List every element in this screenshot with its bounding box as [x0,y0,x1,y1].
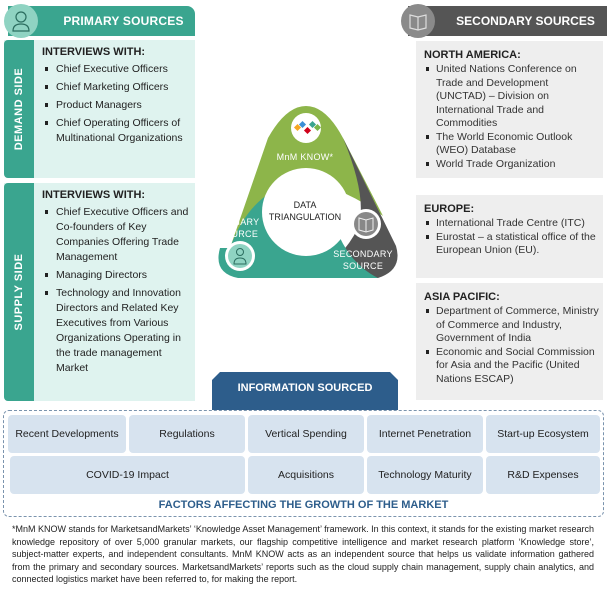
information-sourced-tab: INFORMATION SOURCED [212,372,398,410]
region-name: ASIA PACIFIC: [424,291,500,303]
list-item: Chief Executive Officers and Co-founders… [42,205,191,265]
factor-vertical-spending: Vertical Spending [248,415,364,453]
center-circle [262,168,350,256]
center-label-line2: TRIANGULATION [268,212,342,222]
person-icon [4,4,38,38]
supply-heading: INTERVIEWS WITH: [42,189,146,201]
information-sourced-label: INFORMATION SOURCED [237,382,373,394]
list-item: United Nations Conference on Trade and D… [424,63,599,131]
factor-regulations: Regulations [129,415,245,453]
region-europe: EUROPE: International Trade Centre (ITC)… [416,195,603,278]
primary-sources-title: PRIMARY SOURCES [63,14,184,28]
center-label-line1: DATA [293,200,317,210]
book-icon [401,4,435,38]
supply-side-block: SUPPLY SIDE INTERVIEWS WITH: Chief Execu… [4,183,195,401]
region-name: EUROPE: [424,203,475,215]
mnm-icon-circle [291,113,321,143]
list-item: Economic and Social Commission for Asia … [424,346,599,387]
mnm-know-label: MnM KNOW* [276,152,334,162]
factor-rd-expenses: R&D Expenses [486,456,600,494]
factor-recent-developments: Recent Developments [8,415,126,453]
demand-side-tab: DEMAND SIDE [4,40,34,178]
secondary-sources-header: SECONDARY SOURCES [408,6,607,36]
factors-title: FACTORS AFFECTING THE GROWTH OF THE MARK… [158,499,449,511]
list-item: Chief Operating Officers of Multinationa… [42,116,191,146]
region-asia-pacific: ASIA PACIFIC: Department of Commerce, Mi… [416,283,603,400]
region-north-america: NORTH AMERICA: United Nations Conference… [416,41,603,178]
demand-heading: INTERVIEWS WITH: [42,46,146,58]
secondary-source-label-2: SOURCE [342,261,384,271]
list-item: Department of Commerce, Ministry of Comm… [424,305,599,346]
factor-covid-impact: COVID-19 Impact [10,456,245,494]
factor-technology-maturity: Technology Maturity [367,456,483,494]
supply-side-label: SUPPLY SIDE [13,253,25,331]
footnote: *MnM KNOW stands for MarketsandMarkets’ … [12,524,594,584]
supply-side-tab: SUPPLY SIDE [4,183,34,401]
region-name: NORTH AMERICA: [424,49,521,61]
list-item: Technology and Innovation Directors and … [42,286,191,376]
primary-source-label-1: PRIMARY [216,217,260,227]
book-icon [358,217,374,233]
person-icon [233,248,247,265]
primary-source-label-2: SOURCE [217,229,259,239]
secondary-source-label-1: SECONDARY [333,249,393,259]
factor-internet-penetration: Internet Penetration [367,415,483,453]
list-item: Managing Directors [42,268,191,283]
factors-box: Recent Developments Regulations Vertical… [3,410,604,517]
primary-sources-header: PRIMARY SOURCES [8,6,195,36]
list-item: Chief Executive Officers [42,62,191,77]
list-item: World Trade Organization [424,158,599,172]
secondary-sources-title: SECONDARY SOURCES [456,14,595,28]
factor-startup-ecosystem: Start-up Ecosystem [486,415,600,453]
demand-side-block: DEMAND SIDE INTERVIEWS WITH: Chief Execu… [4,40,195,178]
factor-acquisitions: Acquisitions [248,456,364,494]
list-item: The World Economic Outlook (WEO) Databas… [424,131,599,158]
list-item: International Trade Centre (ITC) [424,217,599,231]
list-item: Eurostat – a statistical office of the E… [424,231,599,258]
data-triangulation-diagram [218,106,398,278]
list-item: Chief Marketing Officers [42,80,191,95]
list-item: Product Managers [42,98,191,113]
mnm-logo-icon [293,120,322,135]
secondary-source-segment [298,138,398,278]
demand-side-label: DEMAND SIDE [13,67,25,151]
